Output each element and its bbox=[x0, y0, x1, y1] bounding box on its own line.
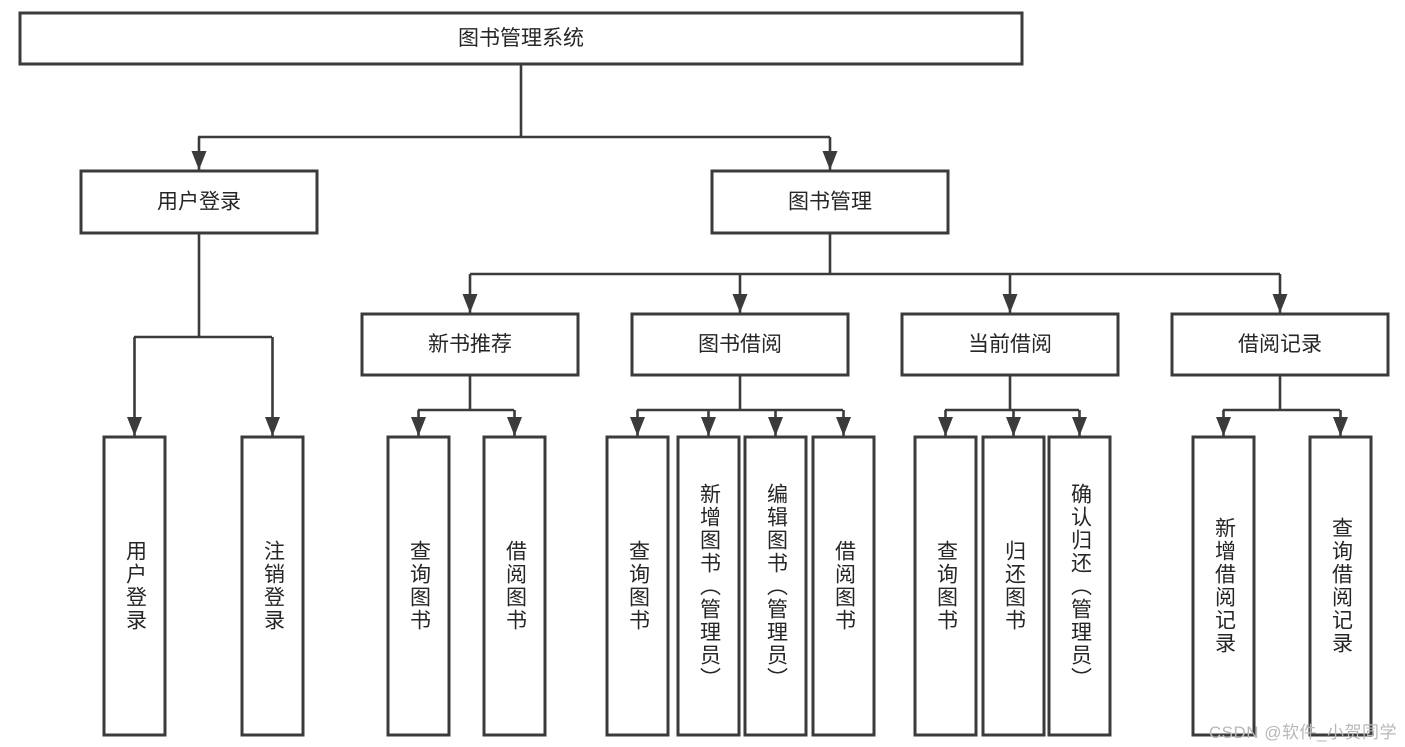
node-leaf-查询图书[interactable] bbox=[605, 435, 670, 737]
node-branch-图书借阅[interactable] bbox=[630, 312, 850, 377]
arrow-head-icon bbox=[1006, 417, 1021, 436]
arrow-head-icon bbox=[411, 417, 426, 436]
watermark-text: CSDN @软件_小贺同学 bbox=[1208, 723, 1397, 742]
node-leaf-编辑图书管理员[interactable] bbox=[743, 435, 808, 737]
arrow-head-icon bbox=[462, 294, 478, 313]
node-root-图书管理系统[interactable] bbox=[18, 11, 1024, 66]
node-leaf-借阅图书[interactable] bbox=[811, 435, 876, 737]
arrow-head-icon bbox=[191, 151, 207, 170]
arrow-head-icon bbox=[938, 417, 953, 436]
node-leaf-新增借阅记录[interactable] bbox=[1191, 435, 1256, 737]
node-branch-新书推荐[interactable] bbox=[360, 312, 580, 377]
arrow-head-icon bbox=[701, 417, 716, 436]
arrow-head-icon bbox=[1216, 417, 1231, 436]
node-branch-图书借阅-label: 图书借阅 bbox=[698, 333, 782, 356]
node-leaf-查询借阅记录[interactable] bbox=[1308, 435, 1373, 737]
node-branch-借阅记录-label: 借阅记录 bbox=[1238, 333, 1322, 356]
arrow-head-icon bbox=[822, 151, 838, 170]
node-leaf-用户登录[interactable] bbox=[102, 435, 167, 737]
node-branch-借阅记录[interactable] bbox=[1170, 312, 1390, 377]
arrow-head-icon bbox=[1072, 417, 1087, 436]
arrow-head-icon bbox=[1333, 417, 1348, 436]
node-leaf-注销登录[interactable] bbox=[240, 435, 305, 737]
node-leaf-确认归还管理员[interactable] bbox=[1047, 435, 1112, 737]
connector-layer bbox=[127, 64, 1348, 436]
arrow-head-icon bbox=[836, 417, 851, 436]
arrow-head-icon bbox=[507, 417, 522, 436]
node-branch-图书管理-label: 图书管理 bbox=[788, 191, 872, 214]
arrow-head-icon bbox=[732, 294, 748, 313]
node-leaf-借阅图书[interactable] bbox=[482, 435, 547, 737]
node-branch-图书管理[interactable] bbox=[710, 169, 950, 235]
arrow-head-icon bbox=[1002, 294, 1018, 313]
arrow-head-icon bbox=[630, 417, 645, 436]
node-branch-当前借阅[interactable] bbox=[900, 312, 1120, 377]
node-branch-用户登录-label: 用户登录 bbox=[157, 191, 241, 214]
node-root-图书管理系统-label: 图书管理系统 bbox=[458, 27, 584, 50]
node-leaf-查询图书[interactable] bbox=[386, 435, 451, 737]
node-leaf-新增图书管理员[interactable] bbox=[676, 435, 741, 737]
node-leaf-归还图书[interactable] bbox=[981, 435, 1046, 737]
node-branch-用户登录[interactable] bbox=[79, 169, 319, 235]
arrow-head-icon bbox=[127, 417, 142, 436]
node-branch-当前借阅-label: 当前借阅 bbox=[968, 333, 1052, 356]
node-leaf-查询图书[interactable] bbox=[913, 435, 978, 737]
arrow-head-icon bbox=[768, 417, 783, 436]
node-branch-新书推荐-label: 新书推荐 bbox=[428, 333, 512, 356]
node-layer bbox=[18, 11, 1390, 737]
arrow-head-icon bbox=[1272, 294, 1288, 313]
arrow-head-icon bbox=[265, 417, 280, 436]
